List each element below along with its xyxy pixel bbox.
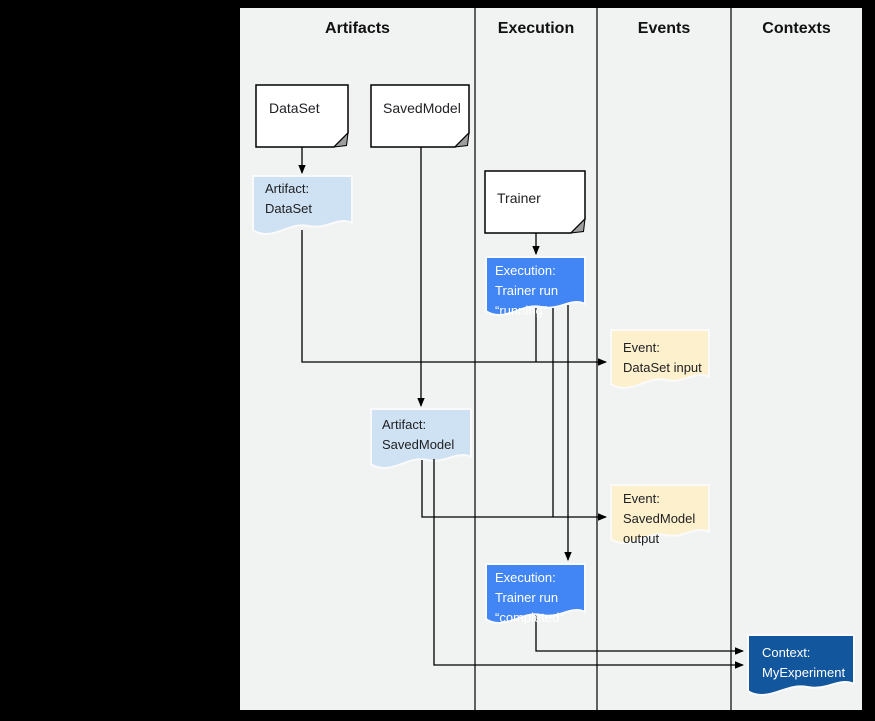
column-header-artifacts: Artifacts (325, 20, 390, 37)
event-dataset-input-label-line2: DataSet input (623, 360, 702, 375)
context-myexperiment-shape (747, 634, 855, 696)
artifact-dataset-label-line2: DataSet (265, 201, 312, 216)
execution-completed-label-line1: Execution: (495, 570, 556, 585)
connector-artifact-dataset-to-event-dataset-input (301, 230, 607, 366)
dataset-document-fold-icon (332, 131, 349, 148)
event-savedmodel-output-label: Event: SavedModel output (623, 489, 695, 549)
execution-running-label-line2: Trainer run (495, 283, 559, 298)
dataset-document-shape (255, 84, 349, 148)
diagram-canvas (240, 8, 862, 710)
context-myexperiment-label-line2: MyExperiment (762, 665, 846, 680)
execution-completed-label-line2: Trainer run (495, 590, 559, 605)
trainer-document-fold-icon (569, 217, 586, 234)
event-dataset-input-label-line1: Event: (623, 340, 660, 355)
event-dataset-input-shape (610, 329, 710, 389)
column-header-contexts: Contexts (762, 20, 831, 37)
column-header-events: Events (637, 20, 691, 37)
execution-running-label-line3: “running” (495, 303, 548, 318)
artifact-dataset-label: Artifact: DataSet (265, 179, 312, 219)
artifact-savedmodel-label-line1: Artifact: (382, 417, 427, 432)
execution-running-label: Execution: Trainer run “running” (495, 261, 558, 321)
savedmodel-document-fold-icon (453, 131, 470, 148)
execution-running-label-line1: Execution: (495, 263, 556, 278)
execution-completed-label-line3: “completed” (495, 610, 564, 625)
event-dataset-input-label: Event: DataSet input (623, 338, 702, 378)
diagram-panel: Artifacts Execution Events Contexts Data… (240, 8, 862, 710)
trainer-label: Trainer (497, 190, 541, 206)
event-savedmodel-output-shape (610, 484, 710, 544)
artifact-savedmodel-shape (370, 408, 472, 469)
dataset-label: DataSet (269, 100, 320, 116)
connector-execution-completed-to-context (535, 615, 744, 655)
context-myexperiment-label: Context: MyExperiment (762, 643, 845, 683)
savedmodel-document-shape (370, 84, 470, 148)
execution-completed-shape (485, 563, 586, 624)
artifact-savedmodel-label: Artifact: SavedModel (382, 415, 454, 455)
artifact-savedmodel-label-line2: SavedModel (382, 437, 455, 452)
context-myexperiment-label-line1: Context: (762, 645, 811, 660)
execution-completed-label: Execution: Trainer run “completed” (495, 568, 564, 628)
event-savedmodel-output-label-line1: Event: (623, 491, 660, 506)
savedmodel-label: SavedModel (383, 100, 461, 116)
connector-artifact-savedmodel-to-context (433, 459, 744, 669)
artifact-dataset-shape (252, 175, 353, 235)
connector-artifact-savedmodel-to-event-savedmodel-output (421, 460, 607, 521)
event-savedmodel-output-label-line3: output (623, 531, 660, 546)
artifact-dataset-label-line1: Artifact: (265, 181, 310, 196)
execution-running-shape (485, 256, 586, 316)
event-savedmodel-output-label-line2: SavedModel (623, 511, 696, 526)
column-header-execution: Execution (497, 20, 575, 37)
